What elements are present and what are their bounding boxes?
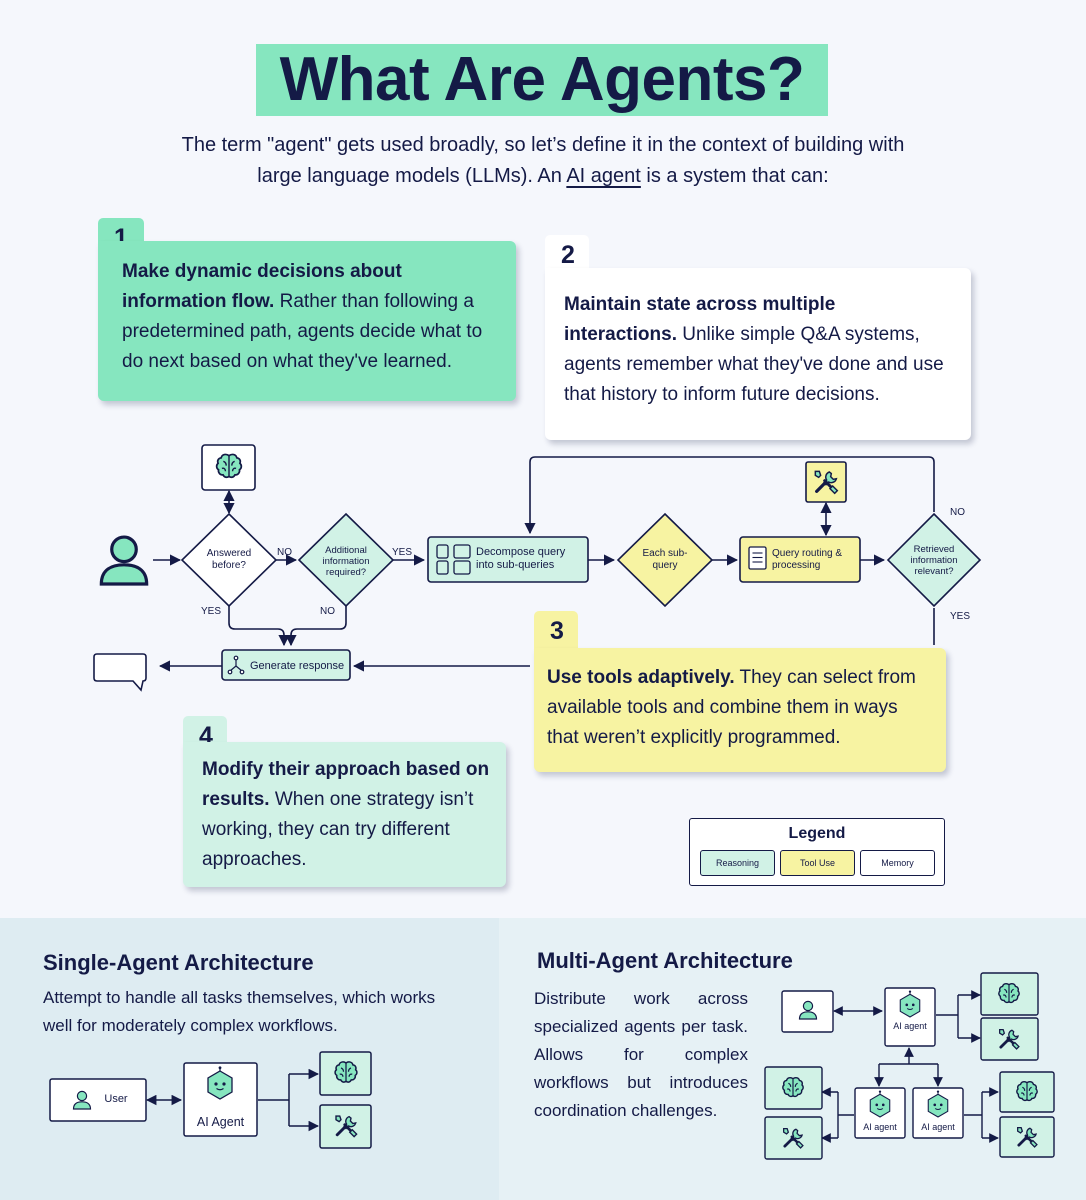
single-agent-box: [183, 1062, 258, 1137]
edge-additional-no: [285, 606, 347, 647]
card-3: Use tools adaptively. They can select fr…: [534, 648, 946, 772]
label-yes-1: YES: [392, 547, 413, 558]
card-4-bold: Modify their approach based on results.: [202, 759, 490, 810]
multi-agent-desc: Distribute work across specialized agent…: [534, 989, 748, 1120]
intro-text: The term "agent" gets used broadly, so l…: [120, 130, 966, 192]
each-subquery-diamond: [616, 512, 714, 608]
multi-agent-right-label: AI agent: [921, 1122, 955, 1132]
edge-retry-loop: [524, 456, 935, 535]
page-title: What Are Agents?: [256, 44, 828, 116]
additional-info-diamond: [297, 512, 395, 608]
multi-agent-title: Multi-Agent Architecture: [537, 948, 793, 973]
answered-before-diamond: [180, 512, 278, 608]
decompose-label: Decompose query into sub-queries: [476, 546, 566, 571]
single-agent-title: Single-Agent Architecture: [43, 950, 314, 975]
label-no-2: NO: [320, 606, 335, 617]
flowchart: [93, 444, 982, 692]
document-icon: [748, 546, 767, 570]
edge-answered-yes: [228, 606, 290, 647]
single-agent-desc: Attempt to handle all tasks themselves, …: [43, 988, 436, 1035]
legend-memory: Memory: [860, 850, 935, 876]
label-yes-3: YES: [950, 611, 971, 622]
card-4: Modify their approach based on results. …: [183, 742, 506, 887]
intro-line-2-pre: large language models (LLMs). An: [257, 165, 567, 187]
additional-info-label: Additional information required?: [322, 545, 370, 578]
chat-bubble-icon: [93, 653, 147, 692]
brain-icon: [998, 982, 1020, 1004]
query-routing-box: [739, 536, 861, 583]
card-2-bold: Maintain state across multiple interacti…: [564, 294, 836, 345]
intro-line-1: The term "agent" gets used broadly, so l…: [181, 134, 905, 156]
card-1: Make dynamic decisions about information…: [98, 241, 516, 401]
card-1-text: Rather than following a predetermined pa…: [122, 291, 483, 372]
brain-icon: [334, 1061, 358, 1083]
single-agent-panel: [0, 918, 499, 1200]
label-yes-2: YES: [201, 606, 222, 617]
retrieved-relevant-diamond: [886, 512, 982, 608]
multi-agent-top-label: AI agent: [893, 1021, 927, 1031]
legend: Legend Reasoning Tool Use Memory: [689, 818, 945, 886]
decompose-box: [427, 536, 589, 583]
label-no-3: NO: [950, 507, 965, 518]
card-3-bold: Use tools adaptively.: [547, 667, 735, 688]
multi-agent-diagram: [764, 972, 1055, 1160]
legend-tool-use: Tool Use: [780, 850, 855, 876]
retrieved-relevant-label: Retrieved information relevant?: [910, 544, 958, 577]
query-routing-label: Query routing & processing: [772, 548, 843, 571]
single-user-box: [49, 1078, 147, 1122]
single-agent-diagram: [49, 1051, 372, 1149]
card-2-text: Unlike simple Q&A systems, agents rememb…: [564, 324, 944, 405]
brain-icon: [1016, 1080, 1038, 1102]
intro-line-2-post: is a system that can:: [640, 165, 829, 187]
answered-before-label: Answered before?: [206, 548, 252, 571]
legend-reasoning: Reasoning: [700, 850, 775, 876]
single-agent-label: AI Agent: [196, 1115, 245, 1129]
label-no-1: NO: [277, 547, 292, 558]
grid-icon: [436, 544, 471, 575]
legend-title: Legend: [788, 825, 846, 842]
user-icon: [99, 535, 149, 586]
card-1-bold: Make dynamic decisions about information…: [122, 261, 402, 312]
ai-agent-link[interactable]: AI agent: [566, 165, 641, 187]
single-user-label: User: [104, 1093, 128, 1105]
each-subquery-label: Each sub-query: [642, 548, 688, 571]
brain-icon: [782, 1076, 804, 1098]
generate-response-label: Generate response: [250, 660, 345, 672]
card-4-text: When one strategy isn’t working, they ca…: [202, 789, 474, 870]
intro-line-2: large language models (LLMs). An AI agen…: [120, 161, 966, 192]
card-3-number: 3: [534, 611, 578, 651]
branch-icon: [227, 655, 245, 675]
generate-response-box: [221, 649, 351, 681]
multi-agent-left-label: AI agent: [863, 1122, 897, 1132]
card-3-text: They can select from available tools and…: [547, 667, 916, 748]
brain-icon: [215, 453, 243, 479]
card-2: Maintain state across multiple interacti…: [545, 268, 971, 440]
